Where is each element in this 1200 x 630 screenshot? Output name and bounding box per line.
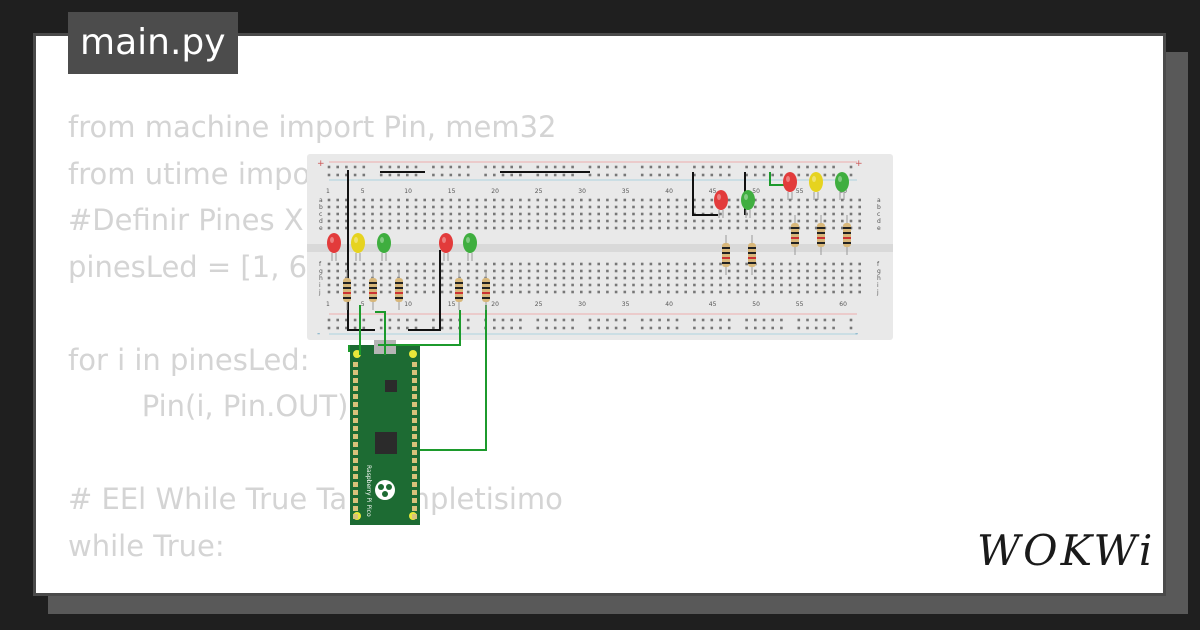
svg-text:c: c [877,211,880,218]
svg-text:e: e [319,225,323,232]
svg-text:f: f [319,261,322,268]
svg-text:10: 10 [404,188,412,195]
svg-text:i: i [877,282,879,289]
svg-text:1: 1 [326,188,330,195]
pico-chip [375,432,397,454]
svg-text:30: 30 [578,188,586,195]
raspberry-pi-pico: Raspberry Pi Pico [350,340,420,525]
svg-text:30: 30 [578,301,586,308]
svg-text:55: 55 [796,301,804,308]
svg-text:50: 50 [752,188,760,195]
svg-text:a: a [319,197,323,204]
svg-text:c: c [319,211,322,218]
rail-minus-label: - [317,329,320,339]
svg-text:20: 20 [491,188,499,195]
file-tab[interactable]: main.py [68,12,238,74]
svg-text:a: a [877,197,881,204]
svg-text:40: 40 [665,188,673,195]
svg-text:5: 5 [361,188,365,195]
svg-text:25: 25 [535,188,543,195]
svg-text:+: + [855,159,863,169]
svg-text:h: h [877,275,881,282]
code-line: while True: [68,528,225,563]
svg-text:d: d [319,218,323,225]
svg-text:1: 1 [326,301,330,308]
svg-text:55: 55 [796,188,804,195]
code-line: Pin(i, Pin.OUT) [68,389,349,423]
svg-text:15: 15 [448,188,456,195]
svg-text:25: 25 [535,301,543,308]
svg-text:45: 45 [709,188,717,195]
svg-text:10: 10 [404,301,412,308]
svg-text:40: 40 [665,301,673,308]
svg-text:-: - [855,329,858,339]
usb-port [374,340,396,354]
svg-text:15: 15 [448,301,456,308]
svg-text:d: d [877,218,881,225]
svg-text:35: 35 [622,188,630,195]
code-line: # EEl While True Ta ompletisimo [68,482,563,516]
svg-text:20: 20 [491,301,499,308]
breadboard: + + - - 11551010151520202525303035354040… [307,154,893,340]
svg-text:h: h [319,275,323,282]
svg-text:b: b [877,204,881,211]
svg-text:g: g [319,268,323,275]
svg-text:j: j [876,289,879,296]
svg-text:35: 35 [622,301,630,308]
svg-text:i: i [319,282,321,289]
code-line: from machine import Pin, mem32 [68,110,557,144]
svg-text:b: b [319,204,323,211]
breadboard-column-labels: 1155101015152020252530303535404045455050… [326,188,847,308]
svg-text:50: 50 [752,301,760,308]
rail-plus-label: + [317,159,325,169]
code-line: for i in pinesLed: [68,342,310,377]
svg-text:g: g [877,268,881,275]
code-line [68,430,563,477]
svg-text:5: 5 [361,301,365,308]
svg-text:60: 60 [839,301,847,308]
svg-text:e: e [877,225,881,232]
wokwi-logo: WOKWi [977,526,1156,575]
svg-text:f: f [877,261,880,268]
svg-text:60: 60 [839,188,847,195]
svg-text:j: j [318,289,321,296]
code-line: #Definir Pines X [68,203,304,237]
pico-label: Raspberry Pi Pico [365,465,372,517]
breadboard-center-channel [307,244,893,252]
svg-text:45: 45 [709,301,717,308]
